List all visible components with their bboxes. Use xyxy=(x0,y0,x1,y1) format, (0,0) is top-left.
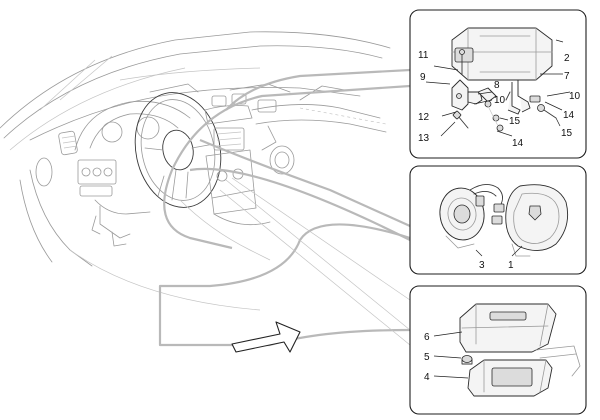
callout-14-left: 14 xyxy=(512,138,524,149)
direction-arrow xyxy=(231,321,301,353)
callout-5: 5 xyxy=(424,352,430,363)
callout-14-right: 14 xyxy=(563,110,575,121)
callout-13: 13 xyxy=(418,133,430,144)
panel-control-unit xyxy=(409,285,587,415)
callout-1: 1 xyxy=(508,260,514,271)
callout-10-right: 10 xyxy=(569,91,581,102)
callout-10-left: 10 xyxy=(494,95,506,106)
callout-15-left: 15 xyxy=(509,116,521,127)
panel-driver-airbag xyxy=(409,165,587,275)
callout-2: 2 xyxy=(564,53,570,64)
panel-passenger-airbag xyxy=(409,9,587,159)
callout-15-right: 15 xyxy=(561,128,573,139)
callout-6: 6 xyxy=(424,332,430,343)
callout-3: 3 xyxy=(479,260,485,271)
callout-4: 4 xyxy=(424,372,430,383)
callout-11: 11 xyxy=(418,50,429,61)
callout-7: 7 xyxy=(564,71,570,82)
callout-8: 8 xyxy=(494,80,500,91)
dashboard-illustration xyxy=(0,31,391,311)
callout-labels: 2 7 10 14 15 11 9 8 10 12 13 15 14 3 1 6… xyxy=(418,50,581,383)
guide-lines xyxy=(158,68,411,347)
callout-12: 12 xyxy=(418,112,430,123)
callout-9: 9 xyxy=(420,72,426,83)
